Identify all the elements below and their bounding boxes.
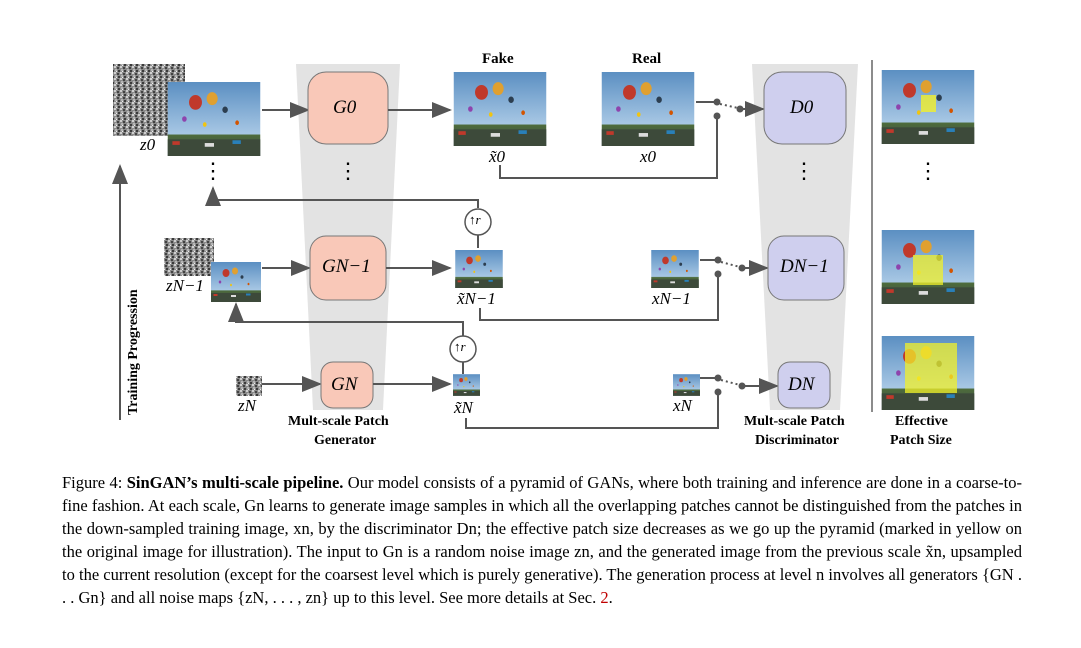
image-scale0-input (167, 82, 261, 156)
fakeN-to-dN-path (465, 392, 719, 429)
caption-title: SinGAN’s multi-scale pipeline. (126, 473, 344, 492)
discriminator-dN-1 (767, 235, 845, 301)
image-fake-0 (453, 72, 547, 146)
label-g0: G0 (333, 97, 357, 118)
switch-dotted-2 (720, 379, 741, 386)
image-real-N-1 (651, 250, 699, 288)
label-d0: D0 (790, 97, 814, 118)
label-zN: zN (238, 396, 256, 415)
figure-caption: Figure 4: SinGAN’s multi-scale pipeline.… (62, 471, 1022, 609)
label-training-progression: Training Progression (126, 289, 141, 415)
label-fake-xN-1: x̃N−1 (457, 289, 496, 308)
switch-node-1 (714, 256, 722, 264)
label-upsample-mid: ↑r (454, 339, 466, 354)
label-dN-1: DN−1 (780, 256, 829, 277)
label-zN-1: zN−1 (166, 276, 204, 295)
label-gN: GN (331, 374, 358, 395)
label-upsample-top: ↑r (469, 212, 481, 227)
image-real-N (673, 374, 700, 396)
image-fake-N (453, 374, 480, 396)
label-real-x0: x0 (640, 147, 657, 166)
label-fake-x0: x̃0 (489, 147, 506, 166)
image-fake-N-1 (455, 250, 503, 288)
label-patch-caption-2: Patch Size (890, 433, 952, 448)
label-generator-caption-1: Mult-scale Patch (288, 414, 389, 429)
fake0-to-d0-path (499, 116, 718, 179)
label-fake-xN: x̃N (454, 398, 473, 417)
caption-section-link[interactable]: 2 (600, 588, 609, 607)
fakeN-1-to-dN-1-path (479, 274, 719, 321)
patch-highlight-0 (921, 95, 936, 112)
upsample-path-mid (228, 302, 464, 336)
label-generator-caption-2: Generator (314, 433, 377, 448)
patch-highlight-2 (905, 343, 957, 393)
upsample-path-top (205, 186, 479, 208)
label-discriminator-caption-2: Discriminator (755, 433, 839, 448)
ellipsis-discriminator: ⋮ (793, 158, 815, 183)
noise-zN (236, 376, 262, 396)
noise-zN-1 (164, 238, 214, 276)
label-real: Real (632, 51, 662, 67)
label-z0: z0 (140, 135, 156, 154)
generator-g0 (307, 71, 389, 145)
switch-node-0 (713, 98, 721, 106)
caption-end: . (608, 588, 613, 607)
label-discriminator-caption-1: Mult-scale Patch (744, 414, 845, 429)
ellipsis-patch: ⋮ (917, 158, 939, 183)
ellipsis-generator: ⋮ (337, 158, 359, 183)
image-real-0 (601, 72, 695, 146)
switch-dotted-1 (720, 261, 741, 268)
label-patch-caption-1: Effective (895, 414, 948, 429)
discriminator-d0 (763, 71, 847, 145)
switch-dotted-0 (719, 103, 739, 109)
switch-node-2 (714, 374, 722, 382)
caption-body: Our model consists of a pyramid of GANs,… (62, 473, 1022, 607)
label-real-xN: xN (673, 396, 692, 415)
label-gN-1: GN−1 (322, 256, 371, 277)
label-real-xN-1: xN−1 (652, 289, 691, 308)
image-scaleN-1-input (211, 262, 261, 302)
label-dN: DN (788, 374, 815, 395)
patch-highlight-1 (913, 255, 943, 285)
label-fake: Fake (482, 51, 514, 67)
ellipsis-input: ⋮ (202, 158, 224, 183)
discriminator-dN (777, 361, 831, 409)
caption-prefix: Figure 4: (62, 473, 127, 492)
singan-pipeline-figure: ⋮ ⋮ ⋮ ⋮ (112, 60, 975, 429)
